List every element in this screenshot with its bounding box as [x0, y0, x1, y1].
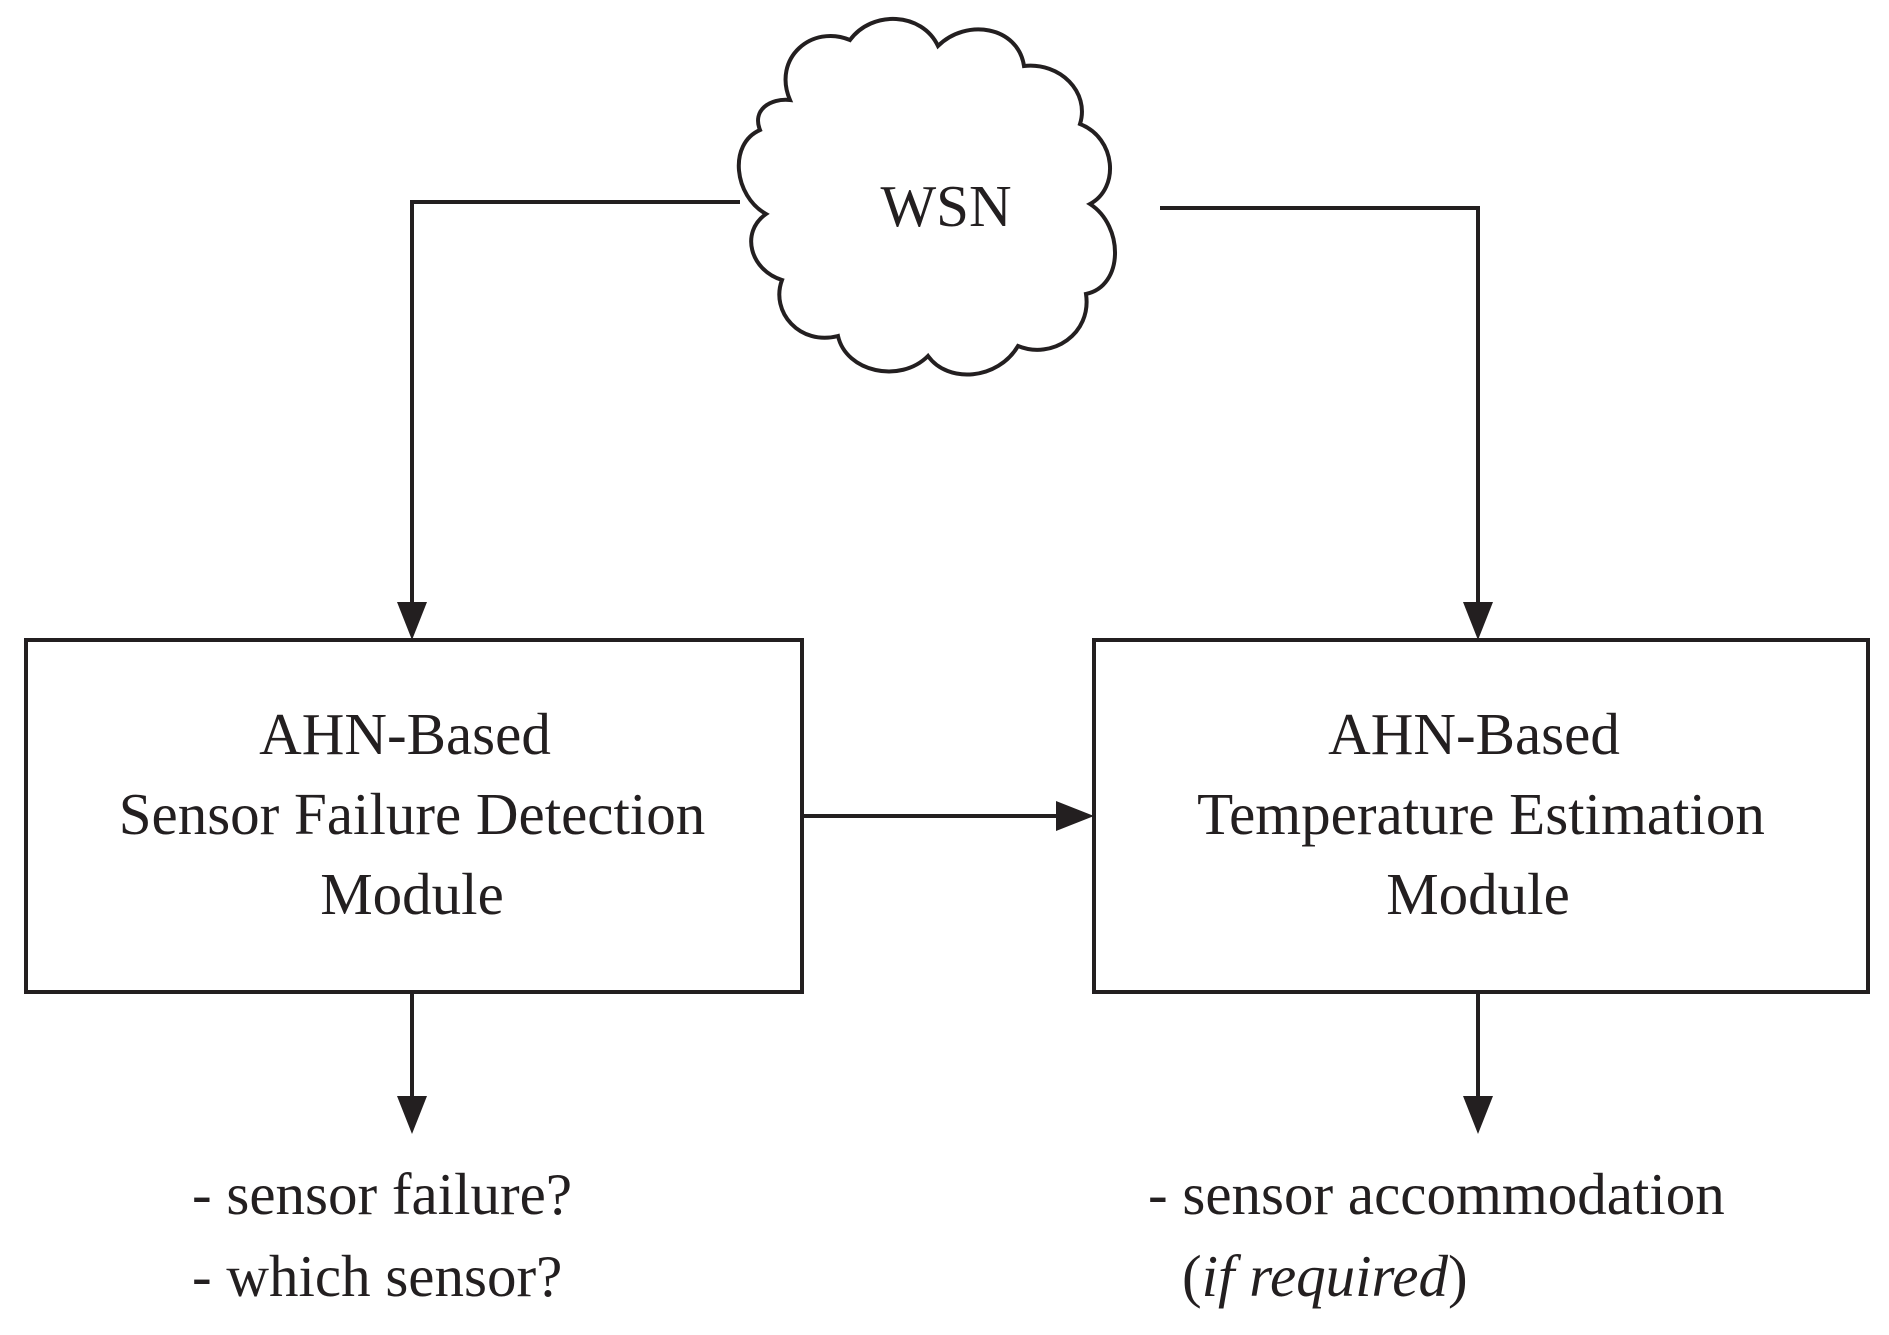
wsn-to-detection-arrowhead [397, 602, 427, 640]
wsn-to-detection-connector [410, 200, 740, 616]
estimation-output-condition: if required [1202, 1243, 1449, 1309]
estimation-output-open-paren: ( [1182, 1243, 1202, 1309]
wsn-to-estimation-connector [1160, 206, 1480, 616]
estimation-output-arrowhead [1463, 1096, 1493, 1134]
wsn-to-estimation-arrowhead [1463, 602, 1493, 640]
detection-module-line2: Sensor Failure Detection [119, 781, 706, 847]
detection-output-arrowhead [397, 1096, 427, 1134]
estimation-outputs: - sensor accommodation (if required) [1148, 1161, 1725, 1309]
detection-module: AHN-Based Sensor Failure Detection Modul… [24, 638, 804, 994]
estimation-module-line3: Module [1386, 861, 1570, 927]
detection-module-box [24, 638, 804, 994]
wsn-label: WSN [880, 173, 1011, 239]
detection-to-estimation-arrowhead [1056, 801, 1094, 831]
detection-module-line3: Module [320, 861, 504, 927]
cloud-icon [736, 17, 1117, 377]
detection-outputs: - sensor failure? - which sensor? [192, 1161, 572, 1309]
detection-output-line1: - sensor failure? [192, 1161, 572, 1227]
estimation-module-box [1092, 638, 1870, 994]
detection-module-line1: AHN-Based [259, 701, 551, 767]
estimation-module-line1: AHN-Based [1328, 701, 1620, 767]
estimation-module-line2: Temperature Estimation [1197, 781, 1765, 847]
detection-output-line2: - which sensor? [192, 1243, 562, 1309]
estimation-output-line1: - sensor accommodation [1148, 1161, 1725, 1227]
estimation-output-close-paren: ) [1448, 1243, 1468, 1309]
estimation-module: AHN-Based Temperature Estimation Module [1092, 638, 1870, 994]
wsn-cloud: WSN [736, 17, 1117, 377]
estimation-output-line2: (if required) [1182, 1243, 1468, 1309]
